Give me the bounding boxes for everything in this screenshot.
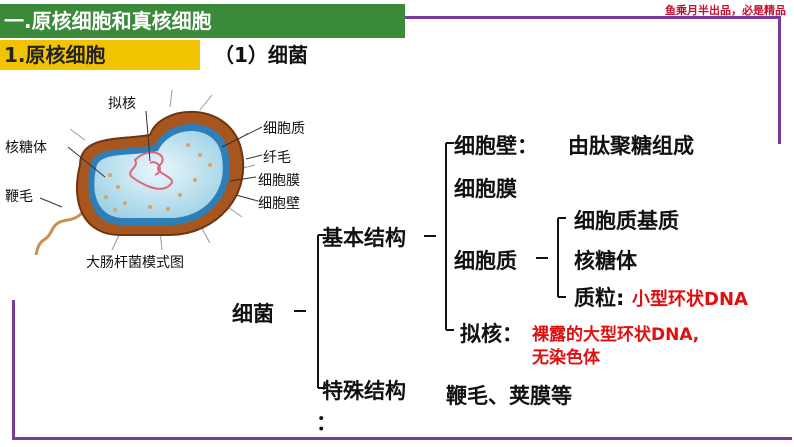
tree-special-colon: ：	[316, 411, 337, 435]
label-ribosome: 核糖体	[5, 140, 47, 156]
frame-top-line	[405, 16, 780, 19]
ribosome-dots	[104, 143, 212, 212]
tree-cell-wall-desc: 由肽聚糖组成	[568, 134, 694, 158]
label-nucleoid: 拟核	[108, 96, 136, 112]
tree-cell-membrane: 细胞膜	[454, 177, 517, 201]
tree-plasmid-desc: 小型环状DNA	[632, 289, 748, 310]
tree-nucleoid-desc-2: 无染色体	[532, 348, 600, 368]
label-flagellum: 鞭毛	[5, 189, 33, 205]
banner-title: 一.原核细胞和真核细胞	[0, 4, 405, 38]
section-title: （1）细菌	[214, 43, 308, 67]
tree-cytoplasm: 细胞质	[454, 249, 517, 273]
tree-nucleoid-desc-1: 裸露的大型环状DNA,	[532, 325, 700, 345]
tree-cytoplasm-matrix: 细胞质基质	[574, 209, 679, 233]
frame-left-line	[12, 300, 15, 440]
label-wall: 细胞壁	[258, 196, 300, 212]
bacterium-diagram	[34, 89, 263, 256]
tree-root: 细菌	[232, 302, 274, 326]
tree-special-structure: 特殊结构	[322, 379, 406, 403]
label-cytoplasm: 细胞质	[263, 121, 305, 137]
tree-basic-structure: 基本结构	[322, 226, 406, 250]
tree-cell-wall: 细胞壁：	[454, 134, 538, 158]
frame-right-line	[778, 16, 781, 144]
tree-ribosome: 核糖体	[574, 249, 637, 273]
tree-special-desc: 鞭毛、荚膜等	[446, 384, 572, 408]
flagellum-shape	[34, 211, 84, 256]
diagram-caption: 大肠杆菌模式图	[86, 255, 184, 271]
label-membrane: 细胞膜	[258, 173, 300, 189]
tree-nucleoid: 拟核：	[460, 322, 523, 346]
watermark: 鱼乘月半出品，必是精品	[665, 4, 786, 17]
frame-bottom-line	[12, 437, 792, 440]
nucleoid-shape	[129, 151, 174, 190]
label-pilus: 纤毛	[263, 150, 291, 166]
subheading: 1.原核细胞	[0, 40, 200, 70]
tree-plasmid: 质粒:	[574, 286, 625, 310]
cytoplasm-shape	[94, 131, 223, 218]
